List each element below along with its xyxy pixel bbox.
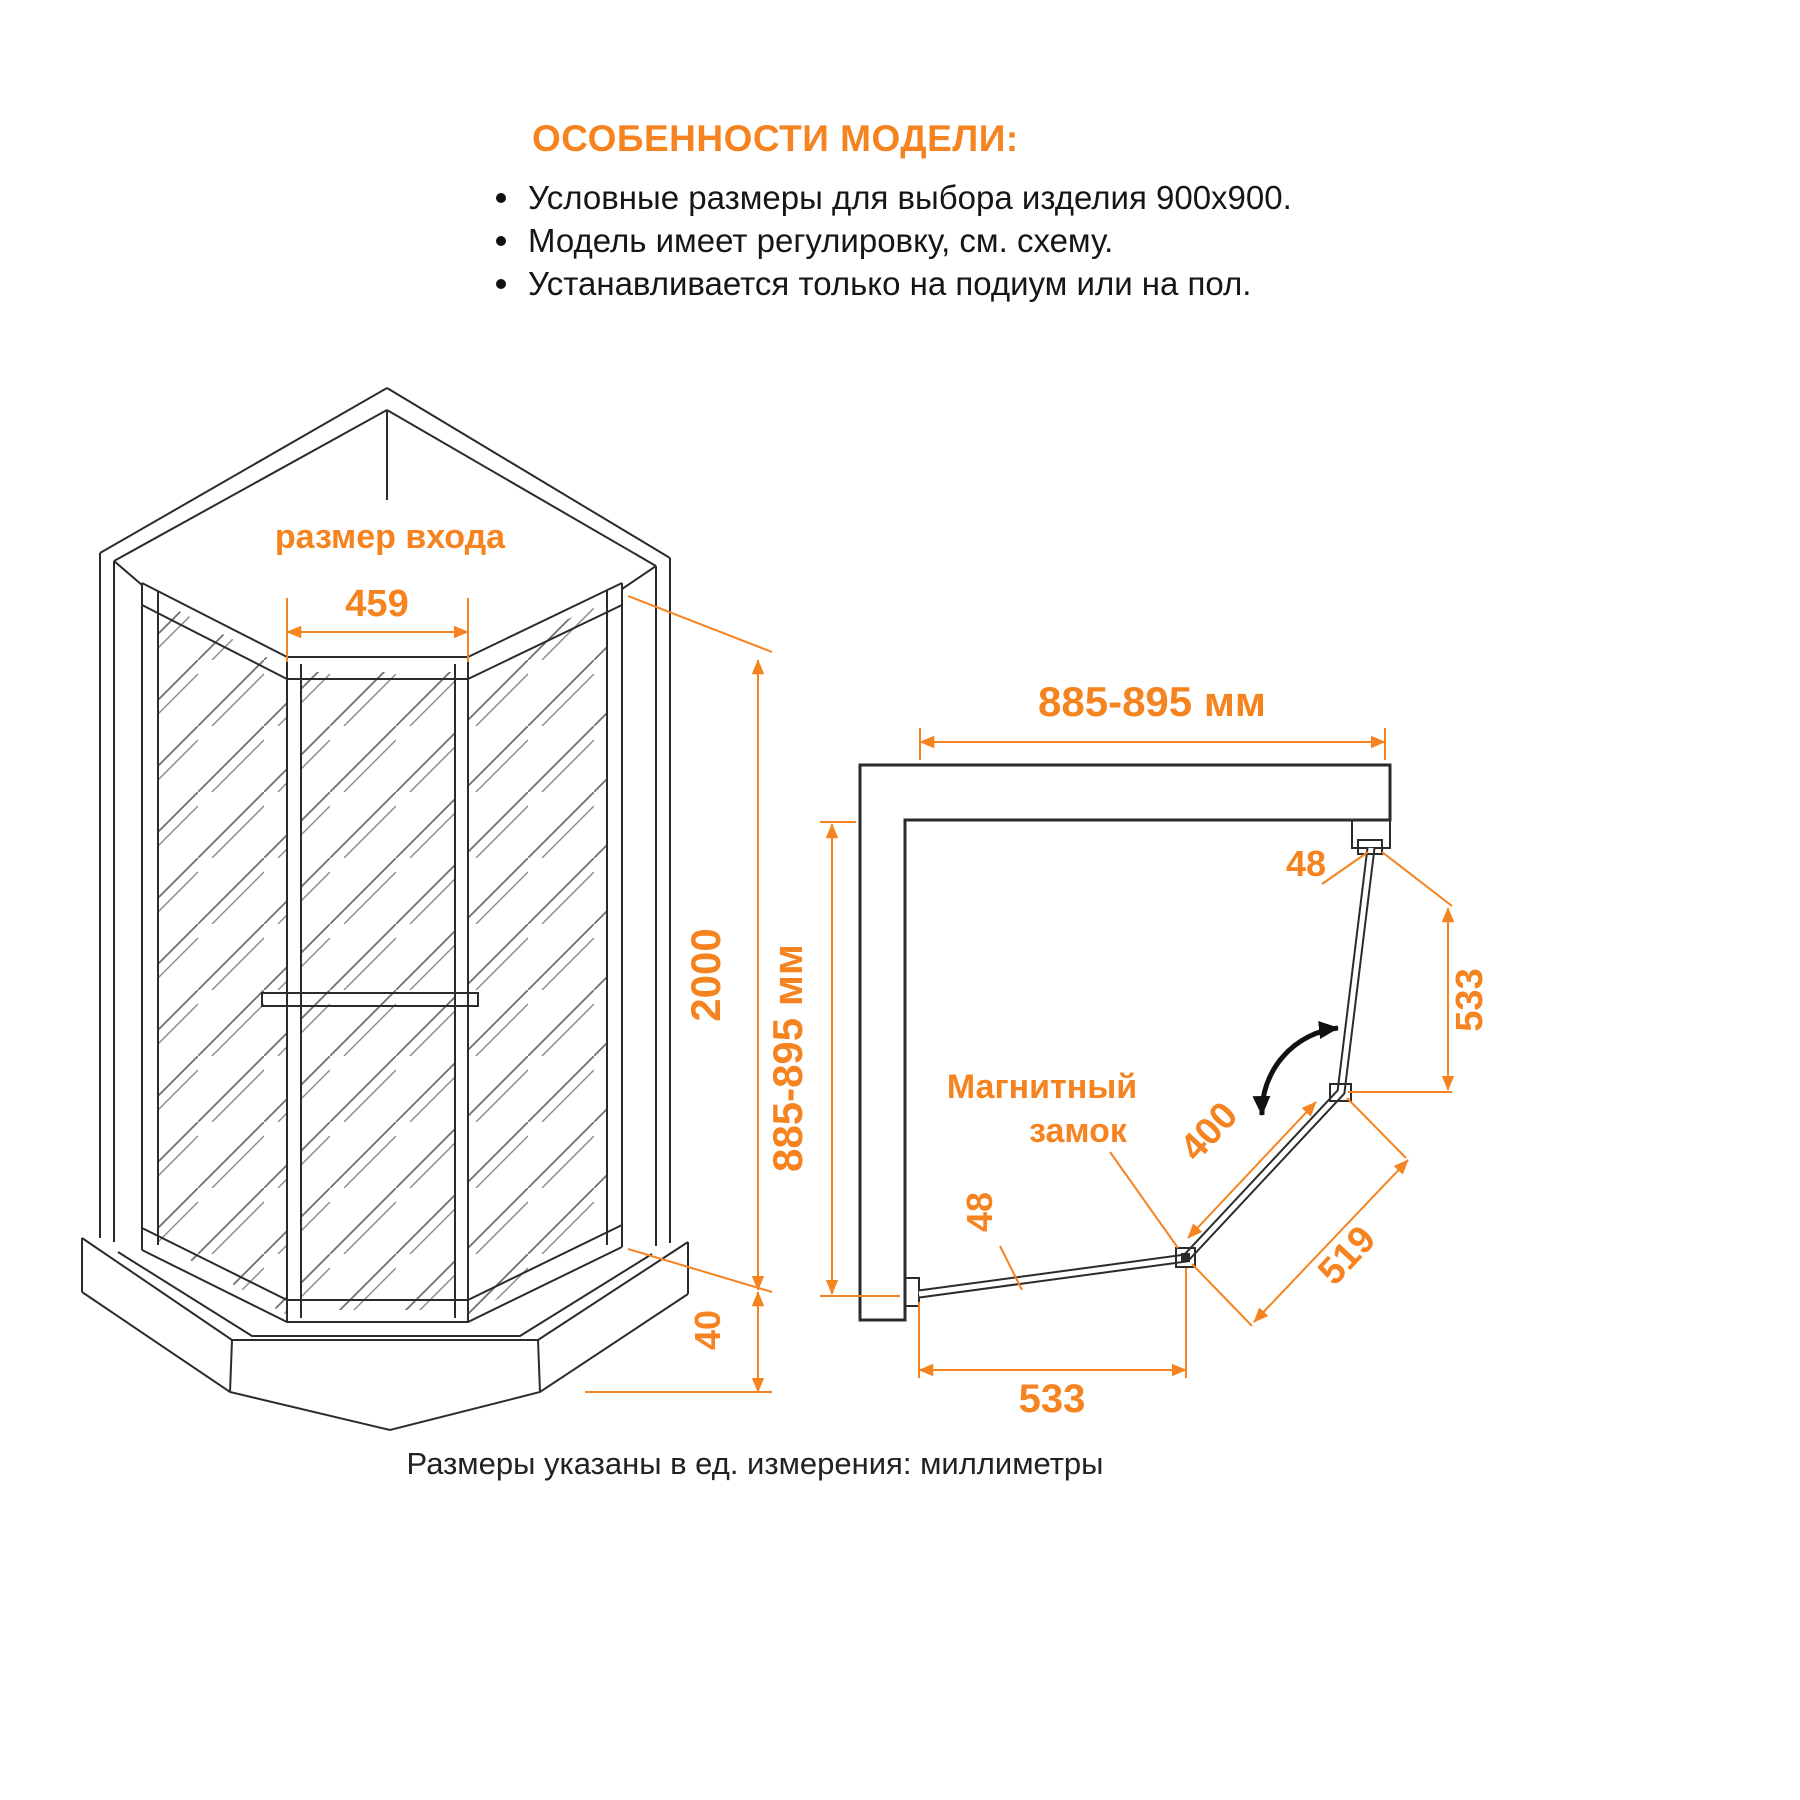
right-side-value: 533 (1449, 968, 1491, 1031)
walls-outline (858, 763, 1392, 1322)
feature-item: Модель имеет регулировку, см. схему. (470, 219, 1400, 262)
feature-item: Устанавливается только на подиум или на … (470, 262, 1400, 305)
magnetic-lock-leader (1109, 1151, 1179, 1249)
glass-top-frame (141, 582, 623, 680)
magnetic-lock-label-1: Магнитный (947, 1068, 1137, 1106)
shower-tray (81, 1237, 689, 1432)
bottom-left-profile (904, 1277, 920, 1307)
plan-width-value: 885-895 мм (1038, 678, 1266, 725)
door-handle (261, 992, 479, 1007)
door-opening-value: 400 (1172, 1094, 1246, 1169)
door-width-value: 519 (1310, 1218, 1384, 1293)
magnetic-lock-label-2: замок (1029, 1112, 1128, 1150)
magnetic-lock-detail (1181, 1253, 1190, 1262)
height-extension-lines (585, 595, 773, 1393)
door-swing-arrow-icon (1252, 1021, 1339, 1116)
glass-bottom-frame (141, 1224, 623, 1323)
front-view-drawing: размер входа 459 2000 40 (81, 387, 773, 1432)
right-side-extensions (1348, 851, 1453, 1093)
profile-top-value: 48 (1286, 843, 1326, 884)
bullet-icon (496, 235, 506, 246)
feature-item: Условные размеры для выбора изделия 900x… (470, 176, 1400, 219)
bottom-side-value: 533 (1019, 1377, 1086, 1421)
door-width-dimension (1253, 1159, 1409, 1323)
door-glass-panel (301, 672, 455, 1310)
feature-text: Устанавливается только на подиум или на … (528, 265, 1252, 302)
entrance-size-label: размер входа (275, 518, 506, 556)
features-title: ОСОБЕННОСТИ МОДЕЛИ: (532, 118, 1019, 159)
plan-left-extensions (820, 821, 900, 1297)
bullet-icon (496, 192, 506, 203)
door-width-extensions (1191, 1097, 1407, 1327)
door-opening-dimension (1187, 1101, 1317, 1239)
right-glass-panel (468, 600, 607, 1315)
roof-edges (99, 387, 671, 567)
height-value: 2000 (682, 928, 729, 1021)
left-glass-panel (158, 600, 287, 1315)
feature-text: Условные размеры для выбора изделия 900x… (528, 179, 1292, 216)
tray-height-value: 40 (687, 1310, 728, 1350)
units-note: Размеры указаны в ед. измерения: миллиме… (406, 1446, 1104, 1481)
features-list: Условные размеры для выбора изделия 900x… (470, 176, 1400, 305)
entrance-width-value: 459 (345, 583, 408, 625)
profile-top-leader (1321, 851, 1369, 885)
profile-bottom-leader (999, 1245, 1023, 1291)
bullet-icon (496, 278, 506, 289)
magnetic-lock-block (1175, 1247, 1196, 1268)
frame-posts (141, 583, 623, 1322)
top-hinge-block (1357, 839, 1383, 855)
features-block: ОСОБЕННОСТИ МОДЕЛИ: Условные размеры для… (470, 118, 1400, 305)
wall-edges (99, 553, 671, 1246)
plan-top-extensions (919, 728, 1386, 760)
profile-bottom-value: 48 (959, 1192, 1000, 1232)
plan-depth-value: 885-895 мм (764, 944, 811, 1172)
feature-text: Модель имеет регулировку, см. схему. (528, 222, 1114, 259)
plan-view-drawing: 885-895 мм 885-895 мм 48 533 400 Магнитн… (764, 678, 1491, 1421)
